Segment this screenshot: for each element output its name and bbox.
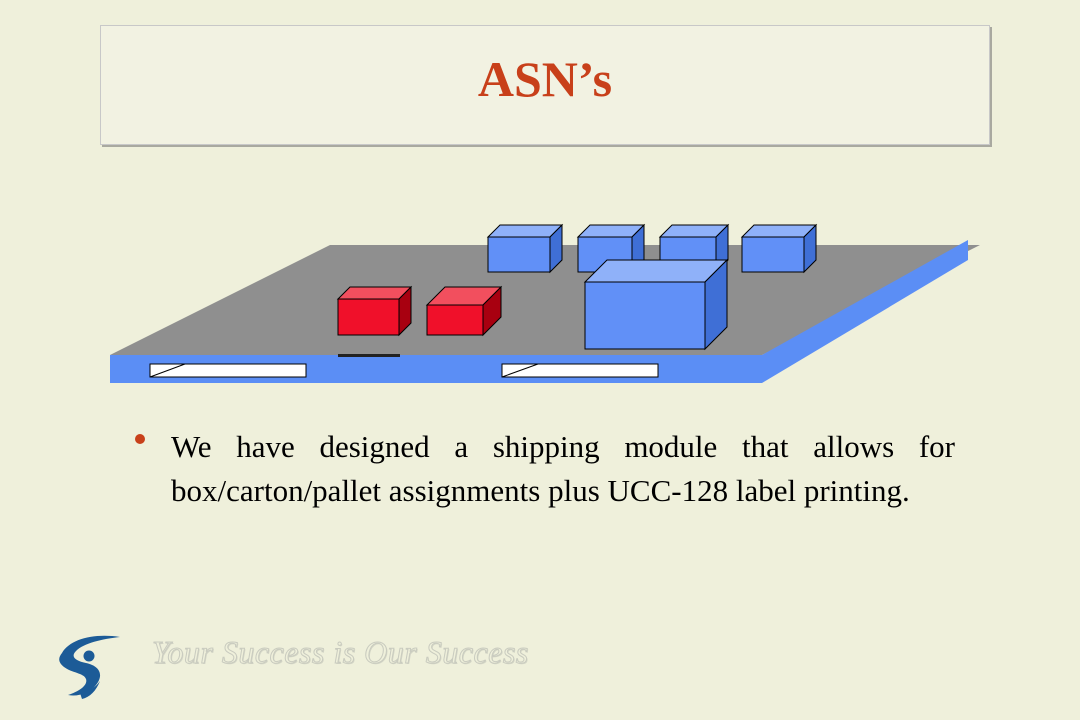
slide-title: ASN’s [477,51,613,107]
title-box: ASN’s [100,25,990,145]
pallet-side [762,240,968,383]
blue-box-2 [576,223,646,274]
blue-box-3 [658,223,730,274]
fork-slot-left [149,363,307,378]
footer-tagline: Your Success is Our Success [152,634,529,671]
fork-slot-right [501,363,659,378]
red-box-2 [425,285,503,337]
blue-box-1 [486,223,564,274]
bullet-text: We have designed a shipping module that … [171,429,955,508]
bullet-dot [135,434,145,444]
company-logo-icon [59,635,120,699]
red-box-1 [336,285,413,337]
pallet-front [110,355,762,383]
blue-box-4 [740,223,818,274]
pallet-top [110,245,980,355]
blue-box-large [583,258,729,351]
red-box-1-shadow [338,354,400,357]
bullet-item: We have designed a shipping module that … [135,425,955,513]
